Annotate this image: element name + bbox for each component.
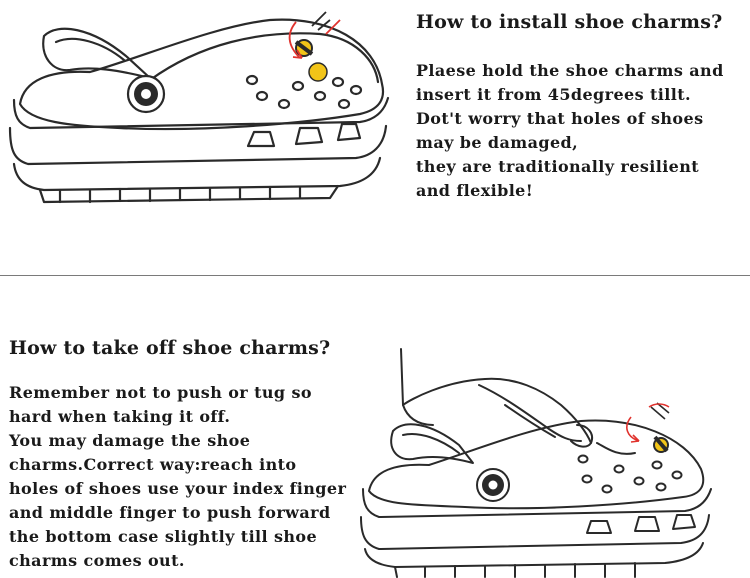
instruction-line: charms comes out. <box>9 551 185 570</box>
instruction-line: charms.Correct way:reach into <box>9 455 297 474</box>
takeoff-instructions: Remember not to push or tug so hard when… <box>9 381 346 573</box>
instruction-line: hard when taking it off. <box>9 407 231 426</box>
instruction-line: Plaese hold the shoe charms and <box>416 61 724 80</box>
clog-shoe-illustration <box>8 11 390 204</box>
install-instructions: Plaese hold the shoe charms and insert i… <box>416 59 724 203</box>
instruction-line: insert it from 45degrees tillt. <box>416 85 691 104</box>
instruction-line: Remember not to push or tug so <box>9 383 312 402</box>
section-divider <box>0 275 750 276</box>
instruction-line: may be damaged, <box>416 133 579 152</box>
instruction-line: holes of shoes use your index finger <box>9 479 347 498</box>
instruction-line: and middle finger to push forward <box>9 503 331 522</box>
instruction-line: You may damage the shoe <box>9 431 251 450</box>
instruction-line: Dot't worry that holes of shoes <box>416 109 704 128</box>
install-illustration <box>0 0 400 270</box>
install-heading: How to install shoe charms? <box>416 11 723 33</box>
instruction-line: and flexible! <box>416 181 534 200</box>
takeoff-heading: How to take off shoe charms? <box>9 337 331 359</box>
instruction-line: they are traditionally resilient <box>416 157 700 176</box>
takeoff-illustration <box>355 345 750 578</box>
instruction-line: the bottom case slightly till shoe <box>9 527 318 546</box>
hand-on-clog-illustration <box>360 348 712 578</box>
